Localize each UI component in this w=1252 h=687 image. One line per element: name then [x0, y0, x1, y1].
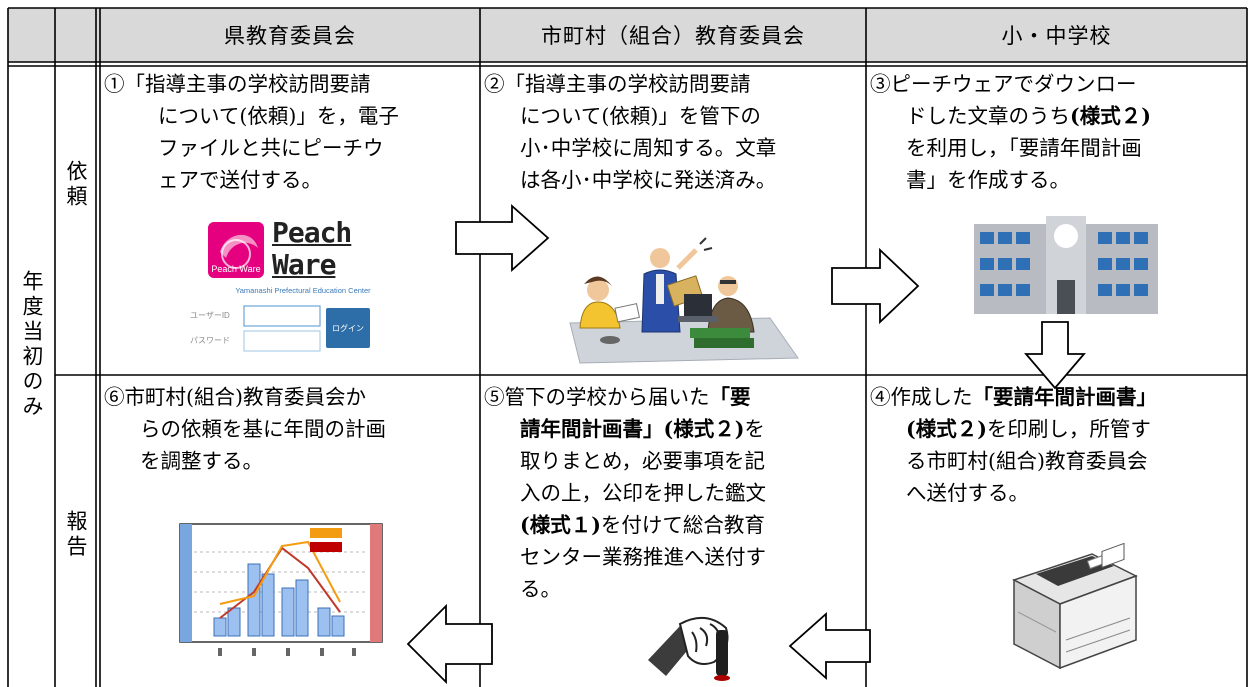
- arrow-left-4: [788, 611, 871, 681]
- school-building-icon: [974, 216, 1158, 314]
- step4-text: ④作成した「要請年間計画書」 (様式２)を印刷し，所管す る市町村(組合)教育委…: [870, 385, 1157, 505]
- row-label-text: 年度当初のみ: [20, 270, 44, 420]
- step5-text: ⑤管下の学校から届いた「要 請年間計画書」(様式２)を 取りまとめ，必要事項を記…: [484, 385, 766, 601]
- password-label: パスワード: [190, 336, 230, 345]
- arrow-right-1: [455, 203, 550, 273]
- peachware-logo-text: Peach Ware: [211, 264, 261, 274]
- step3-text: ③ピーチウェアでダウンロー ドした文章のうち(様式２) を利用し，「要請年間計画…: [870, 72, 1151, 192]
- header-row: [8, 8, 1247, 62]
- password-field: [243, 330, 321, 352]
- phase-report-text: 報告: [64, 510, 88, 560]
- header-prefecture-board: 県教育委員会: [224, 24, 356, 48]
- peachware-brand-line1: Peach: [272, 216, 352, 249]
- peachware-logo-icon: [208, 222, 264, 278]
- step6-text: ⑥市町村(組合)教育委員会か らの依頼を基に年間の計画 を調整する。: [104, 385, 386, 473]
- seal-stamp-hand-icon: [648, 617, 730, 681]
- peachware-brand-line2: Ware: [272, 248, 336, 281]
- phase-label-report: 報告: [55, 510, 96, 560]
- arrow-right-2: [831, 247, 920, 325]
- meeting-illustration: [569, 237, 799, 364]
- header-municipal-board: 市町村（組合）教育委員会: [541, 24, 805, 48]
- chart-document-icon: [179, 523, 383, 656]
- user-id-label: ユーザーID: [190, 311, 230, 320]
- step1-text: ①「指導主事の学校訪問要請 について(依頼)」を，電子 ファイルと共にピーチウ …: [104, 72, 399, 192]
- header-school: 小・中学校: [1001, 24, 1112, 48]
- peachware-login-panel: Peach Ware Peach Ware Yamanashi Prefectu…: [180, 216, 400, 358]
- login-button[interactable]: ログイン: [326, 308, 370, 348]
- peachware-subtitle: Yamanashi Prefectural Education Center: [235, 286, 371, 295]
- arrow-left-5: [406, 603, 493, 685]
- phase-request-text: 依頼: [64, 160, 88, 210]
- printer-icon: [1012, 542, 1138, 670]
- user-id-field: [243, 305, 321, 327]
- arrow-down-3: [1024, 321, 1086, 390]
- phase-label-request: 依頼: [55, 160, 96, 210]
- step2-text: ②「指導主事の学校訪問要請 について(依頼)」を管下の 小･中学校に周知する。文…: [484, 72, 777, 192]
- row-label-start-of-year: 年度当初のみ: [8, 270, 55, 420]
